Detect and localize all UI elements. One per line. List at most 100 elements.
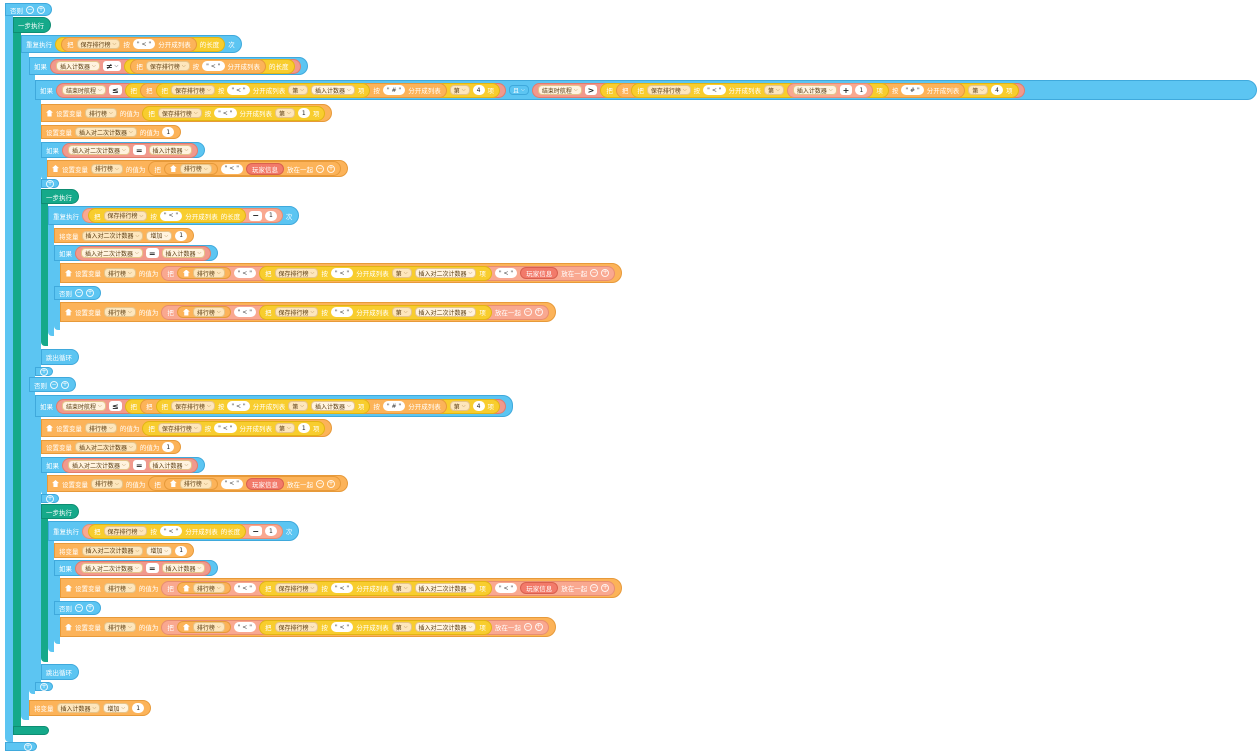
string-literal[interactable]: " < " bbox=[233, 307, 256, 317]
var-dropdown[interactable]: 插入计数器⌵ bbox=[792, 85, 837, 95]
compare-expr[interactable]: 插入对二次计数器⌵ = 插入计数器⌵ bbox=[62, 457, 199, 473]
string-literal[interactable]: " < " bbox=[202, 61, 225, 71]
split-expr[interactable]: 把 保存排行榜⌵ 按 " < " 分开成列表 bbox=[61, 36, 197, 52]
item-expr[interactable]: 把 把 把 保存排行榜⌵ 按 " < " 分开成列表 第⌵ 插入计数器⌵ + 1… bbox=[600, 82, 1019, 98]
plus-icon[interactable]: + bbox=[37, 5, 45, 14]
compare-expr[interactable]: 插入计数器⌵ ≠⌵ 把 保存排行榜⌵ 按 " < " 分开成列表 的长度 bbox=[50, 58, 301, 74]
minus-icon[interactable]: − bbox=[50, 380, 58, 389]
logic-dropdown[interactable]: 且⌵ bbox=[509, 85, 529, 95]
var-dropdown[interactable]: 排行榜⌵ bbox=[104, 307, 136, 317]
number-input[interactable]: 1 bbox=[264, 210, 277, 221]
var-dropdown[interactable]: 插入对二次计数器⌵ bbox=[68, 460, 130, 470]
var-reporter[interactable]: 排行榜⌵ bbox=[176, 621, 231, 633]
number-input[interactable]: 1 bbox=[162, 127, 175, 137]
split-expr[interactable]: 把 把 保存排行榜⌵ 按 " < " 分开成列表 第⌵ 插入计数器⌵ + 1 项… bbox=[615, 82, 966, 98]
set-var-join-2[interactable]: 设置变量 排行榜⌵ 的值为 把 排行榜⌵ " < " 把 保存排行榜⌵ 按 " … bbox=[60, 263, 623, 283]
operator-dropdown[interactable]: = bbox=[132, 145, 146, 155]
join-expr[interactable]: 把 排行榜⌵ " < " 玩家信息 放在一起 − + bbox=[148, 476, 341, 491]
operator-dropdown[interactable]: + bbox=[839, 85, 853, 95]
string-literal[interactable]: " < " bbox=[233, 583, 256, 593]
minus-icon[interactable]: − bbox=[316, 164, 324, 173]
plus-icon[interactable]: + bbox=[601, 584, 610, 592]
var-dropdown[interactable]: 插入对二次计数器⌵ bbox=[414, 622, 477, 632]
item-expr[interactable]: 把 保存排行榜⌵ 按 " < " 分开成列表 第⌵ 插入对二次计数器⌵ 项 bbox=[259, 619, 492, 635]
var-dropdown[interactable]: 插入对二次计数器⌵ bbox=[414, 307, 477, 317]
item-dropdown[interactable]: 第⌵ bbox=[391, 622, 412, 632]
item-expr[interactable]: 把 保存排行榜⌵ 按 " < " 分开成列表 第⌵ 1 项 bbox=[142, 420, 326, 436]
var-dropdown[interactable]: 插入对二次计数器⌵ bbox=[81, 248, 143, 258]
set-var-block[interactable]: 设置变量 排行榜⌵ 的值为 把 保存排行榜⌵ 按 " < " 分开成列表 第⌵ … bbox=[41, 104, 333, 122]
plus-icon[interactable]: + bbox=[86, 289, 94, 297]
item-dropdown[interactable]: 第⌵ bbox=[449, 85, 470, 95]
number-input[interactable]: 1 bbox=[264, 526, 277, 536]
compare-expr[interactable]: 结束时航程⌵ ≤ 把 把 把 保存排行榜⌵ 按 " < " 分开成列表 第⌵ 插… bbox=[56, 82, 507, 98]
var-dropdown[interactable]: 排行榜⌵ bbox=[85, 108, 117, 118]
subtract-expr[interactable]: 把 保存排行榜⌵ 按 " < " 分开成列表 的长度 − 1 bbox=[82, 523, 283, 539]
plus-icon[interactable]: + bbox=[24, 742, 32, 751]
compare-expr[interactable]: 插入对二次计数器⌵ = 插入计数器⌵ bbox=[75, 245, 212, 261]
string-literal[interactable]: " < " bbox=[220, 163, 243, 174]
else-block-2[interactable]: 否则 − + bbox=[29, 377, 76, 392]
string-literal[interactable]: " < " bbox=[132, 39, 156, 49]
if-block-eq[interactable]: 如果 插入对二次计数器⌵ = 插入计数器⌵ bbox=[41, 142, 206, 158]
length-expr[interactable]: 把 保存排行榜⌵ 按 " < " 分开成列表 的长度 bbox=[88, 523, 247, 539]
var-dropdown[interactable]: 保存排行榜⌵ bbox=[171, 401, 215, 411]
operator-dropdown[interactable]: ≤ bbox=[108, 401, 122, 411]
repeat-block-2[interactable]: 重复执行 把 保存排行榜⌵ 按 " < " 分开成列表 的长度 − 1 次 bbox=[48, 206, 300, 225]
minus-icon[interactable]: − bbox=[316, 479, 324, 488]
player-info-reporter[interactable]: 玩家信息 bbox=[520, 267, 559, 279]
add-branch-tab[interactable]: + bbox=[41, 494, 59, 503]
string-literal[interactable]: " # " bbox=[382, 85, 406, 95]
if-block-long[interactable]: 如果 结束时航程⌵ ≤ 把 把 把 保存排行榜⌵ 按 " < " 分开成列表 第… bbox=[35, 80, 1257, 100]
var-dropdown[interactable]: 插入对二次计数器⌵ bbox=[81, 545, 144, 556]
increase-dropdown[interactable]: 增加⌵ bbox=[146, 545, 173, 556]
var-dropdown[interactable]: 保存排行榜⌵ bbox=[274, 268, 319, 278]
plus-icon[interactable]: + bbox=[86, 604, 94, 612]
else-block-top[interactable]: 否则 − + bbox=[5, 3, 52, 16]
step-block-1[interactable]: 一步执行 bbox=[13, 17, 51, 33]
var-dropdown[interactable]: 保存排行榜⌵ bbox=[103, 210, 148, 221]
player-info-reporter[interactable]: 玩家信息 bbox=[246, 477, 284, 490]
item-dropdown[interactable]: 第⌵ bbox=[288, 85, 309, 95]
string-literal[interactable]: " < " bbox=[159, 210, 183, 221]
item-expr[interactable]: 把 保存排行榜⌵ 按 " < " 分开成列表 第⌵ 1 项 bbox=[142, 105, 326, 121]
var-dropdown[interactable]: 插入计数器⌵ bbox=[56, 703, 101, 713]
var-dropdown[interactable]: 结束时航程⌵ bbox=[62, 401, 106, 411]
if-block-eq-2[interactable]: 如果 插入对二次计数器⌵ = 插入计数器⌵ bbox=[54, 245, 219, 261]
var-dropdown[interactable]: 插入对二次计数器⌵ bbox=[414, 583, 477, 593]
set-var-block-3[interactable]: 设置变量 插入对二次计数器⌵ 的值为 1 bbox=[41, 440, 182, 454]
compare-expr[interactable]: 结束时航程⌵ > 把 把 把 保存排行榜⌵ 按 " < " 分开成列表 第⌵ 插… bbox=[531, 82, 1025, 98]
split-expr[interactable]: 把 保存排行榜⌵ 按 " < " 分开成列表 bbox=[130, 58, 266, 74]
join-expr[interactable]: 把 排行榜⌵ " < " 把 保存排行榜⌵ 按 " < " 分开成列表 第⌵ 插… bbox=[161, 265, 616, 281]
var-dropdown[interactable]: 保存排行榜⌵ bbox=[274, 307, 319, 317]
split-expr[interactable]: 把 把 保存排行榜⌵ 按 " < " 分开成列表 第⌵ 插入计数器⌵ 项 按 "… bbox=[140, 398, 447, 414]
plus-icon[interactable]: + bbox=[61, 380, 69, 389]
var-dropdown[interactable]: 插入对二次计数器⌵ bbox=[75, 127, 137, 137]
var-dropdown[interactable]: 排行榜⌵ bbox=[91, 478, 123, 489]
var-dropdown[interactable]: 插入计数器⌵ bbox=[161, 563, 206, 573]
var-dropdown[interactable]: 排行榜⌵ bbox=[192, 583, 225, 593]
item-dropdown[interactable]: 第⌵ bbox=[764, 85, 784, 95]
number-input[interactable]: 1 bbox=[132, 703, 145, 713]
join-expr[interactable]: 把 排行榜⌵ " < " 把 保存排行榜⌵ 按 " < " 分开成列表 第⌵ 插… bbox=[161, 619, 549, 635]
set-var-block-2[interactable]: 设置变量 排行榜⌵ 的值为 把 保存排行榜⌵ 按 " < " 分开成列表 第⌵ … bbox=[41, 419, 333, 437]
item-dropdown[interactable]: 第⌵ bbox=[275, 423, 295, 433]
join-expr[interactable]: 把 排行榜⌵ " < " 玩家信息 放在一起 − + bbox=[148, 161, 341, 176]
operator-dropdown[interactable]: − bbox=[249, 526, 262, 536]
string-literal[interactable]: " # " bbox=[901, 85, 924, 95]
minus-icon[interactable]: − bbox=[75, 604, 83, 612]
var-reporter[interactable]: 排行榜⌵ bbox=[176, 267, 231, 279]
plus-icon[interactable]: + bbox=[40, 367, 48, 376]
length-expr[interactable]: 把 保存排行榜⌵ 按 " < " 分开成列表 的长度 bbox=[55, 36, 226, 52]
item-expr[interactable]: 把 保存排行榜⌵ 按 " < " 分开成列表 第⌵ 插入计数器⌵ 项 bbox=[155, 82, 371, 98]
add-branch-tab[interactable]: + bbox=[41, 179, 59, 188]
plus-icon[interactable]: + bbox=[534, 308, 543, 316]
string-literal[interactable]: " < " bbox=[159, 526, 183, 536]
item-expr[interactable]: 把 把 把 保存排行榜⌵ 按 " < " 分开成列表 第⌵ 插入计数器⌵ 项 按… bbox=[124, 82, 501, 98]
item-expr[interactable]: 把 保存排行榜⌵ 按 " < " 分开成列表 第⌵ 插入计数器⌵ 项 bbox=[155, 398, 371, 414]
number-input[interactable]: 4 bbox=[472, 401, 485, 411]
plus-icon[interactable]: + bbox=[327, 479, 335, 488]
operator-dropdown[interactable]: = bbox=[145, 563, 159, 573]
plus-icon[interactable]: + bbox=[601, 269, 610, 277]
join-expr[interactable]: 把 排行榜⌵ " < " 把 保存排行榜⌵ 按 " < " 分开成列表 第⌵ 插… bbox=[161, 304, 549, 320]
